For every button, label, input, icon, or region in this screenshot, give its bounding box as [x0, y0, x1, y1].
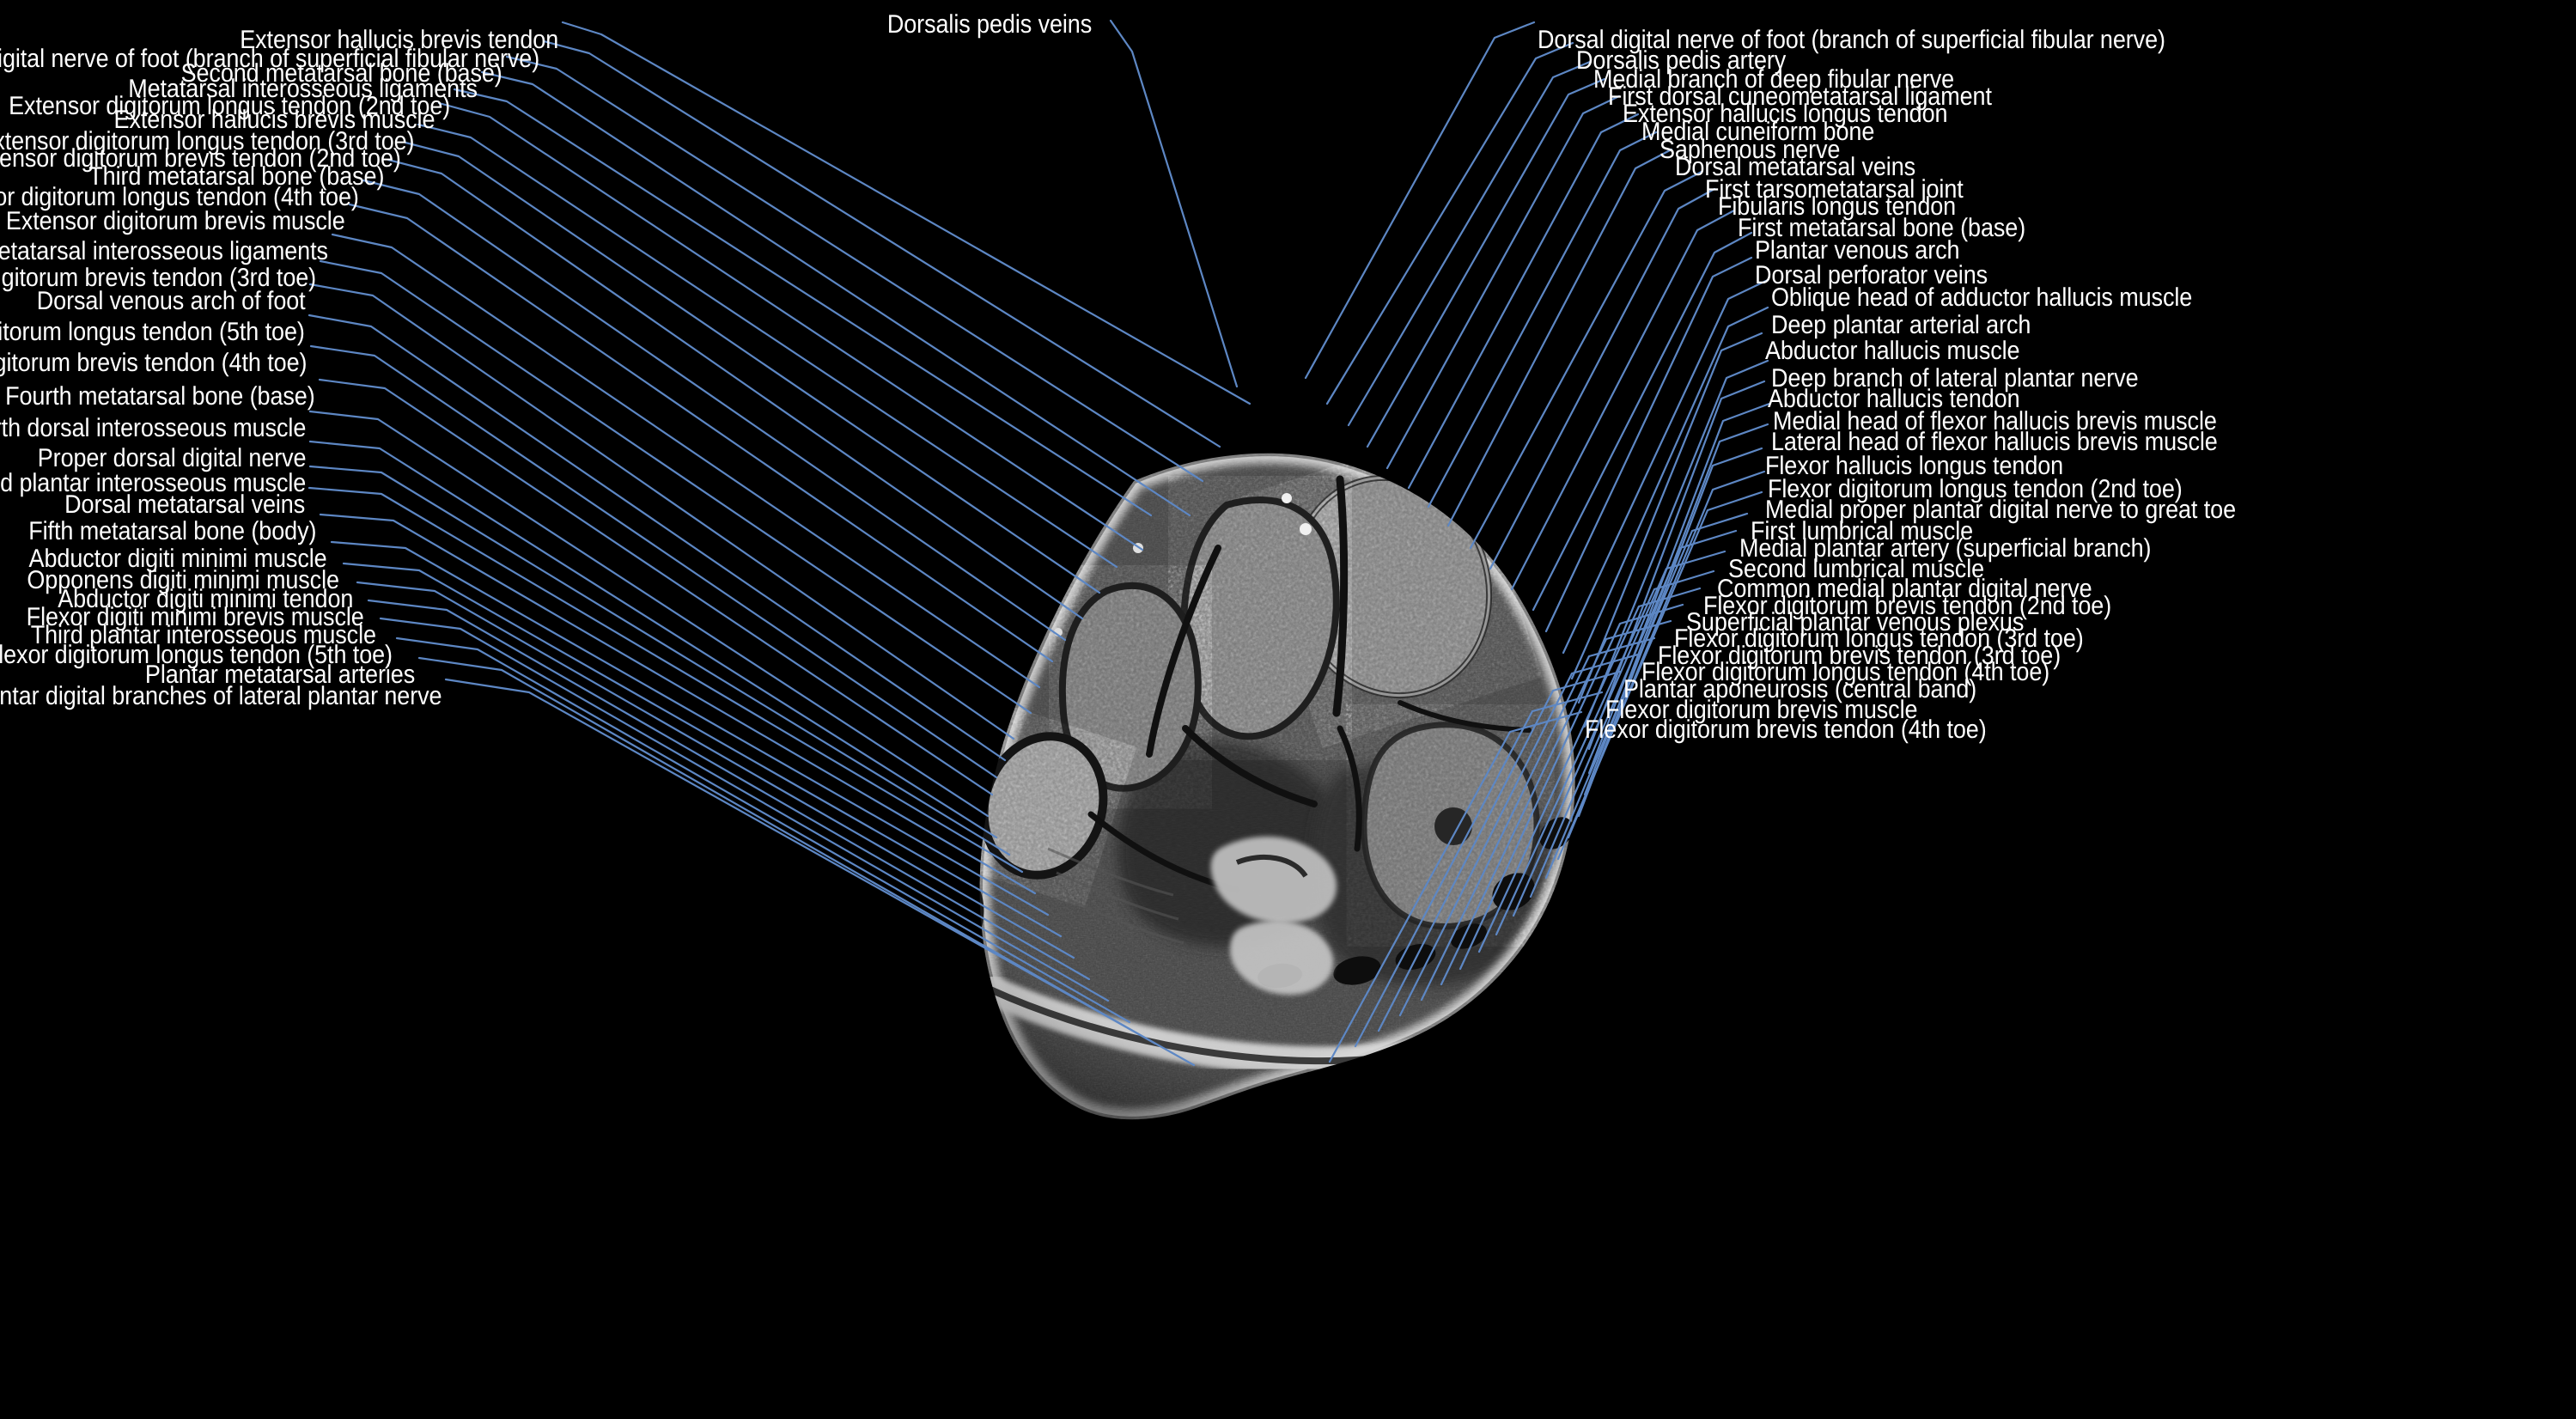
label-fourth-dorsal-interosseous-muscle: Fourth dorsal interosseous muscle: [0, 414, 306, 442]
label-flexor-digitorum-brevis-muscle: Flexor digitorum brevis muscle: [1605, 696, 1918, 724]
label-metatarsal-interosseous-ligaments-1: Metatarsal interosseous ligaments: [128, 75, 478, 103]
label-fourth-metatarsal-bone-base: Fourth metatarsal bone (base): [5, 382, 315, 411]
label-first-metatarsal-bone-base: First metatarsal bone (base): [1738, 214, 2026, 242]
label-extensor-digitorum-brevis-muscle: Extensor digitorum brevis muscle: [6, 207, 345, 235]
label-superficial-plantar-venous-plexus: Superficial plantar venous plexus: [1686, 608, 2025, 636]
label-abductor-hallucis-tendon: Abductor hallucis tendon: [1768, 385, 2020, 413]
label-fifth-metatarsal-bone-body: Fifth metatarsal bone (body): [27, 517, 316, 545]
label-fibularis-longus-tendon: Fibularis longus tendon: [1718, 192, 1957, 221]
label-dorsal-venous-arch-of-foot: Dorsal venous arch of foot: [37, 287, 306, 315]
label-abductor-digiti-minimi-tendon: Abductor digiti minimi tendon: [57, 585, 353, 613]
label-dorsal-metatarsal-veins-right: Dorsal metatarsal veins: [1675, 153, 1916, 181]
label-plantar-metatarsal-arteries: Plantar metatarsal arteries: [144, 661, 415, 689]
label-proper-dorsal-digital-nerve: Proper dorsal digital nerve: [37, 444, 306, 472]
label-extensor-digitorum-brevis-tendon-3rd: Extensor digitorum brevis tendon (3rd to…: [0, 264, 316, 292]
label-flexor-digitorum-brevis-tendon-2nd: Flexor digitorum brevis tendon (2nd toe): [1703, 592, 2112, 620]
label-deep-plantar-arterial-arch: Deep plantar arterial arch: [1771, 311, 2031, 339]
label-third-plantar-interosseous-muscle: Third plantar interosseous muscle: [30, 621, 376, 649]
label-second-plantar-interosseous-muscle: Second plantar interosseous muscle: [0, 469, 306, 497]
label-second-lumbrical-muscle: Second lumbrical muscle: [1728, 555, 1985, 583]
label-dorsal-digital-nerve-of-foot-right: Dorsal digital nerve of foot (branch of …: [1538, 26, 2165, 54]
label-dorsal-metatarsal-veins-left: Dorsal metatarsal veins: [64, 490, 305, 519]
label-flexor-hallucis-longus-tendon: Flexor hallucis longus tendon: [1765, 452, 2064, 480]
label-flexor-digitorum-longus-tendon-3rd: Flexor digitorum longus tendon (3rd toe): [1674, 624, 2084, 653]
label-dorsal-digital-nerve-of-foot-left: Dorsal digital nerve of foot (branch of …: [0, 45, 539, 73]
label-medial-proper-plantar-digital-nerve-to-great-toe: Medial proper plantar digital nerve to g…: [1765, 496, 2237, 524]
foot-cross-section: [979, 453, 1575, 1120]
label-flexor-digiti-minimi-brevis-muscle: Flexor digiti minimi brevis muscle: [26, 603, 364, 631]
label-dorsalis-pedis-artery: Dorsalis pedis artery: [1576, 46, 1787, 75]
label-extensor-digitorum-longus-tendon-5th: Extensor digitorum longus tendon (5th to…: [0, 318, 305, 346]
label-abductor-hallucis-muscle: Abductor hallucis muscle: [1765, 337, 2020, 365]
label-saphenous-nerve: Saphenous nerve: [1659, 136, 1841, 164]
label-plantar-aponeurosis-central-band: Plantar aponeurosis (central band): [1623, 675, 1977, 703]
label-extensor-digitorum-longus-tendon-3rd: Extensor digitorum longus tendon (3rd to…: [0, 127, 414, 155]
label-abductor-digiti-minimi-muscle: Abductor digiti minimi muscle: [28, 545, 327, 573]
label-metatarsal-interosseous-ligaments-2: Metatarsal interosseous ligaments: [0, 237, 328, 265]
label-oblique-head-of-adductor-hallucis-muscle: Oblique head of adductor hallucis muscle: [1771, 283, 2193, 312]
label-flexor-digitorum-brevis-tendon-3rd: Flexor digitorum brevis tendon (3rd toe): [1658, 642, 2061, 670]
label-extensor-digitorum-longus-tendon-2nd: Extensor digitorum longus tendon (2nd to…: [8, 92, 450, 120]
label-extensor-hallucis-brevis-tendon: Extensor hallucis brevis tendon: [240, 26, 558, 54]
label-first-lumbrical-muscle: First lumbrical muscle: [1751, 517, 1974, 545]
label-extensor-hallucis-longus-tendon: Extensor hallucis longus tendon: [1623, 100, 1948, 128]
label-extensor-digitorum-longus-tendon-4th: Extensor digitorum longus tendon (4th to…: [0, 183, 359, 211]
label-medial-head-of-flexor-hallucis-brevis-muscle: Medial head of flexor hallucis brevis mu…: [1773, 407, 2217, 435]
label-medial-branch-of-deep-fibular-nerve: Medial branch of deep fibular nerve: [1593, 65, 1955, 94]
label-second-metatarsal-bone-base: Second metatarsal bone (base): [180, 59, 502, 88]
label-flexor-digitorum-longus-tendon-5th: Flexor digitorum longus tendon (5th toe): [0, 641, 393, 669]
label-opponens-digiti-minimi-muscle: Opponens digiti minimi muscle: [27, 566, 339, 594]
label-third-metatarsal-bone-base: Third metatarsal bone (base): [88, 162, 384, 191]
label-deep-branch-of-lateral-plantar-nerve: Deep branch of lateral plantar nerve: [1771, 364, 2139, 393]
label-flexor-digitorum-longus-tendon-2nd: Flexor digitorum longus tendon (2nd toe): [1768, 475, 2183, 503]
label-first-dorsal-cuneometatarsal-ligament: First dorsal cuneometatarsal ligament: [1608, 82, 1992, 111]
label-lateral-head-of-flexor-hallucis-brevis-muscle: Lateral head of flexor hallucis brevis m…: [1771, 428, 2218, 456]
label-common-plantar-digital-branches-of-lateral-plantar-nerve: Common plantar digital branches of later…: [0, 682, 442, 710]
label-flexor-digitorum-longus-tendon-4th: Flexor digitorum longus tendon (4th toe): [1641, 658, 2050, 686]
label-common-medial-plantar-digital-nerve: Common medial plantar digital nerve: [1717, 575, 2092, 603]
label-extensor-hallucis-brevis-muscle: Extensor hallucis brevis muscle: [113, 106, 435, 134]
label-dorsalis-pedis-veins: Dorsalis pedis veins: [886, 10, 1093, 39]
label-extensor-digitorum-brevis-tendon-4th: Extensor digitorum brevis tendon (4th to…: [0, 349, 307, 377]
mri-scan-image: [979, 453, 1575, 1120]
label-medial-plantar-artery-superficial-branch: Medial plantar artery (superficial branc…: [1739, 534, 2152, 563]
label-plantar-venous-arch: Plantar venous arch: [1755, 236, 1960, 265]
label-medial-cuneiform-bone: Medial cuneiform bone: [1641, 118, 1875, 146]
label-first-tarsometatarsal-joint: First tarsometatarsal joint: [1705, 175, 1964, 204]
label-flexor-digitorum-brevis-tendon-4th: Flexor digitorum brevis tendon (4th toe): [1585, 716, 1987, 744]
label-dorsal-perforator-veins: Dorsal perforator veins: [1755, 261, 1988, 289]
label-extensor-digitorum-brevis-tendon-2nd: Extensor digitorum brevis tendon (2nd to…: [0, 144, 401, 173]
